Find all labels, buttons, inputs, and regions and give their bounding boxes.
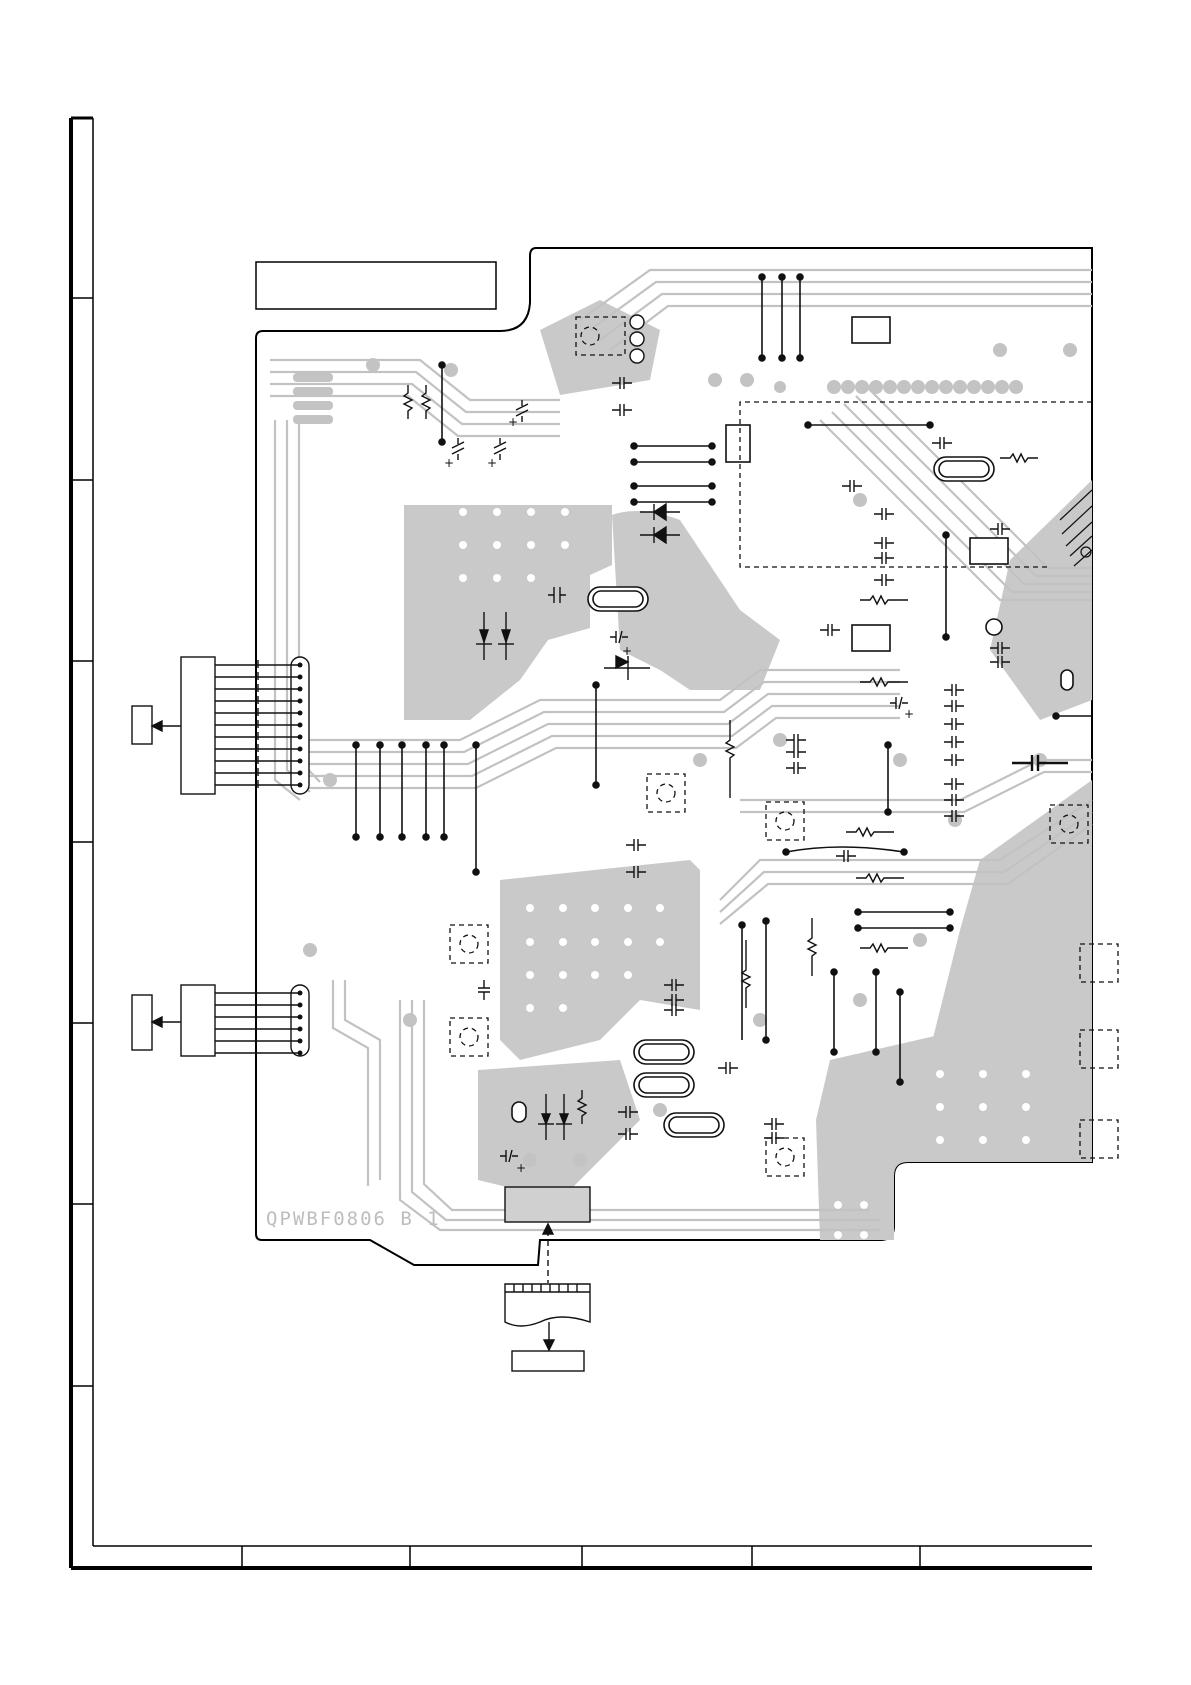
board-label-box [256, 262, 496, 309]
connector-upper-housing [181, 657, 215, 794]
silkscreen-board-code: QPWBF0806 B 1 [266, 1208, 441, 1230]
flat-cable-target-box [512, 1351, 584, 1371]
connector-lower-pad-strip [291, 985, 309, 1056]
svg-text:+: + [508, 415, 518, 429]
svg-text:+: + [904, 707, 914, 721]
frame-column-ticks [242, 1546, 920, 1568]
connector-upper-target-box [132, 706, 152, 744]
svg-text:+: + [622, 644, 632, 658]
flat-cable-connector [505, 1187, 590, 1371]
frame-row-ticks [71, 298, 93, 1386]
connector-lower-target-box [132, 995, 152, 1050]
round-pads-top [630, 315, 644, 363]
svg-text:+: + [516, 1161, 526, 1175]
flat-connector-socket [505, 1187, 590, 1222]
svg-text:+: + [444, 456, 454, 470]
svg-text:+: + [487, 456, 497, 470]
connector-lower-housing [181, 985, 215, 1056]
